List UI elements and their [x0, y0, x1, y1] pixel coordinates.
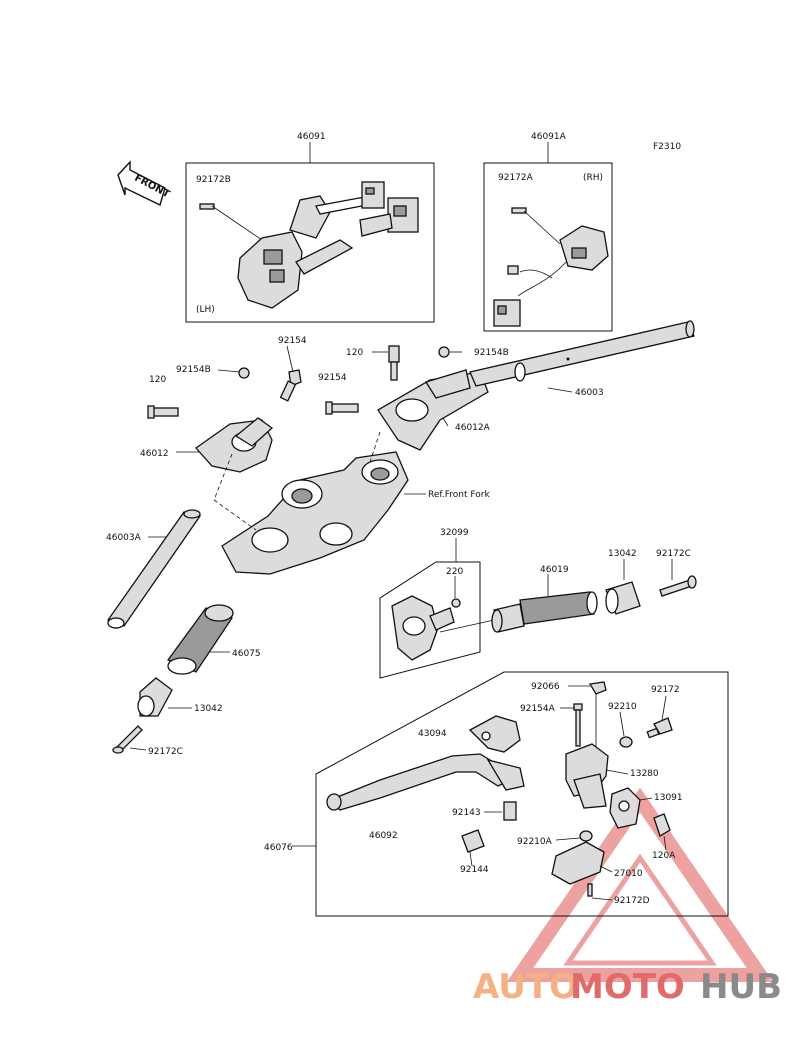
callout-120-b: 120	[346, 348, 363, 358]
callout-46003: 46003	[575, 388, 604, 398]
throttle-housing	[391, 595, 461, 661]
figure-code: F2310	[653, 142, 681, 152]
watermark-hub: HUB	[700, 967, 782, 1007]
callout-220: 220	[446, 567, 463, 577]
left-clamp-parts	[147, 367, 302, 473]
callout-13280: 13280	[630, 769, 659, 779]
group-box-clutch-lever	[315, 671, 729, 917]
watermark-triangle	[506, 787, 774, 982]
callout-46076: 46076	[264, 843, 293, 853]
callout-120A: 120A	[652, 851, 676, 861]
label-lh: (LH)	[196, 305, 215, 315]
callout-92066: 92066	[531, 682, 560, 692]
callout-46012A: 46012A	[455, 423, 491, 433]
callout-92154-a: 92154	[278, 336, 307, 346]
callout-92172D: 92172D	[614, 896, 650, 906]
left-grip	[166, 604, 234, 675]
callout-46019: 46019	[540, 565, 569, 575]
callout-46091A: 46091A	[531, 132, 567, 142]
right-bar-end-weight	[605, 575, 697, 615]
callout-27010: 27010	[614, 869, 643, 879]
watermark-text: AUTO MOTO HUB	[473, 967, 782, 1007]
callout-46091: 46091	[297, 132, 326, 142]
callout-92172B: 92172B	[196, 175, 231, 185]
callout-92172C-a: 92172C	[656, 549, 691, 559]
group-box-throttle	[379, 561, 481, 679]
callout-92210A: 92210A	[517, 837, 553, 847]
callout-92154-b: 92154	[318, 373, 347, 383]
callout-92172C-b: 92172C	[148, 747, 183, 757]
label-rh: (RH)	[583, 173, 603, 183]
right-clamp-parts	[325, 345, 489, 451]
throttle-grip	[491, 591, 598, 633]
callout-13042-a: 13042	[608, 549, 637, 559]
callout-43094: 43094	[418, 729, 447, 739]
left-bar-end-weight	[112, 677, 173, 754]
callout-92154B-a: 92154B	[176, 365, 211, 375]
callout-46092: 46092	[369, 831, 398, 841]
callout-46003A: 46003A	[106, 533, 142, 543]
callout-46012: 46012	[140, 449, 169, 459]
group-box-lh-switch	[185, 162, 435, 323]
callout-120-a: 120	[149, 375, 166, 385]
callout-92154A: 92154A	[520, 704, 556, 714]
top-triple-clamp	[221, 451, 409, 575]
callout-92143: 92143	[452, 808, 481, 818]
callout-92172: 92172	[651, 685, 680, 695]
left-handlebar	[106, 509, 202, 629]
callout-46075: 46075	[232, 649, 261, 659]
watermark-moto: MOTO	[570, 967, 685, 1007]
clutch-lever-parts	[326, 681, 673, 901]
front-arrow-icon: FRONT	[117, 160, 171, 206]
lh-switch-housing	[199, 181, 419, 309]
rh-switch-housing	[493, 207, 609, 327]
callout-92172A: 92172A	[498, 173, 534, 183]
callout-13042-b: 13042	[194, 704, 223, 714]
callout-92210: 92210	[608, 702, 637, 712]
callout-92154B-b: 92154B	[474, 348, 509, 358]
callout-32099: 32099	[440, 528, 469, 538]
callout-92144: 92144	[460, 865, 489, 875]
callout-ref-front-fork: Ref.Front Fork	[428, 490, 490, 500]
watermark-auto: AUTO	[473, 967, 578, 1007]
callout-13091: 13091	[654, 793, 683, 803]
right-handlebar	[469, 320, 695, 387]
